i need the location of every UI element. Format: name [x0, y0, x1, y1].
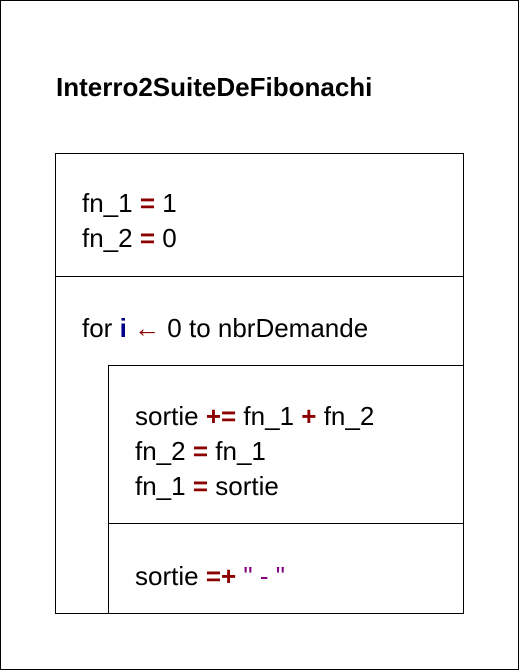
assign-operator: = — [192, 436, 209, 466]
assign-operator: = — [139, 223, 156, 253]
body-var-fn1: fn_1 — [243, 401, 295, 431]
init-var-fn1: fn_1 — [82, 188, 133, 218]
plus-operator: + — [301, 401, 317, 431]
body-var-fn2: fn_2 — [323, 401, 375, 431]
loop-range: 0 to nbrDemande — [167, 313, 369, 343]
body-var-fn2: fn_2 — [135, 436, 186, 466]
assign-operator: = — [192, 471, 209, 501]
loop-body-divider — [108, 523, 464, 524]
body-line-3: fn_1 = sortie — [135, 471, 279, 502]
after-line: sortie =+ " - " — [135, 561, 285, 592]
init-value-1: 1 — [162, 188, 177, 218]
body-var-sortie: sortie — [135, 401, 199, 431]
diagram-title: Interro2SuiteDeFibonachi — [56, 72, 373, 102]
loop-keyword: for — [82, 313, 113, 343]
init-line-2: fn_2 = 0 — [82, 223, 177, 254]
loop-variable: i — [119, 313, 127, 343]
plus-assign-operator: =+ — [205, 561, 237, 591]
loop-header: for i ← 0 to nbrDemande — [82, 313, 368, 344]
init-divider — [55, 276, 464, 277]
init-line-1: fn_1 = 1 — [82, 188, 177, 219]
init-value-2: 0 — [162, 223, 177, 253]
body-line-2: fn_2 = fn_1 — [135, 436, 266, 467]
body-var-fn1: fn_1 — [135, 471, 186, 501]
loop-body-block — [108, 365, 464, 614]
plus-assign-operator: += — [205, 401, 237, 431]
body-var-fn1: fn_1 — [215, 436, 266, 466]
string-literal: " - " — [243, 561, 285, 591]
body-line-1: sortie += fn_1 + fn_2 — [135, 401, 374, 432]
assign-operator: = — [139, 188, 156, 218]
init-var-fn2: fn_2 — [82, 223, 133, 253]
body-var-sortie: sortie — [215, 471, 279, 501]
loop-arrow: ← — [134, 313, 161, 343]
after-var-sortie: sortie — [135, 561, 199, 591]
